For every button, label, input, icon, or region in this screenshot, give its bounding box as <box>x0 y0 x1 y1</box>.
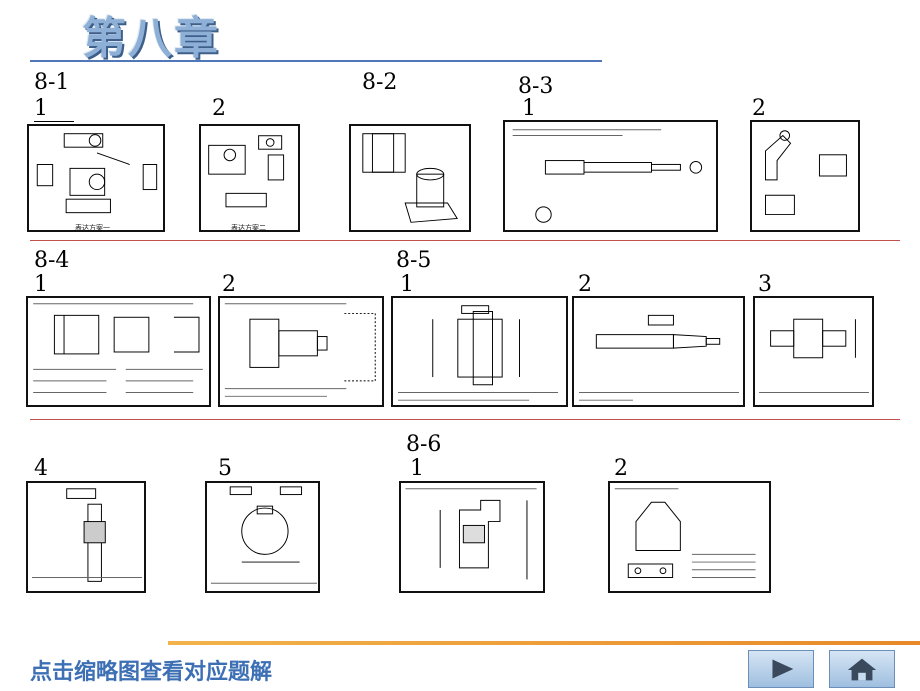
drawing-icon <box>512 129 703 223</box>
drawing-icon <box>36 133 158 214</box>
item-label-2: 2 <box>212 96 226 121</box>
home-button[interactable] <box>829 650 895 688</box>
section-8-2: 8-2 <box>362 70 398 95</box>
item-label-1: 1 <box>410 458 450 482</box>
drawing-icon <box>614 488 756 578</box>
thumbnail-8-1-1[interactable]: 表达方案一 <box>27 124 165 232</box>
drawing-icon <box>405 488 537 580</box>
row-divider <box>30 240 900 241</box>
thumbnail-8-5-1[interactable] <box>391 296 568 407</box>
thumbnail-8-6-4[interactable] <box>26 481 146 593</box>
item-label-1: 1 <box>522 98 562 122</box>
title-underline <box>30 60 602 62</box>
thumbnail-8-3-1[interactable] <box>503 120 718 232</box>
thumbnail-caption: 表达方案一 <box>75 224 110 232</box>
drawing-icon <box>208 135 285 208</box>
section-8-3: 8-3 <box>518 74 554 99</box>
thumbnail-8-1-2[interactable]: 表达方案二 <box>199 124 300 232</box>
drawing-icon <box>362 133 459 223</box>
thumbnail-8-6-2[interactable] <box>608 481 771 593</box>
play-arrow-icon <box>772 659 794 679</box>
thumbnail-8-3-2[interactable] <box>750 120 860 232</box>
row-divider <box>30 419 900 420</box>
section-8-6: 8-6 <box>406 432 442 457</box>
drawing-icon <box>759 318 869 393</box>
drawing-icon <box>578 314 739 401</box>
item-label-5: 5 <box>218 456 232 481</box>
thumbnail-8-4-2[interactable] <box>218 296 384 407</box>
drawing-icon <box>210 486 317 584</box>
item-label-2: 2 <box>752 96 766 121</box>
section-8-1: 8-1 <box>34 70 70 95</box>
thumbnail-8-4-1[interactable] <box>26 296 211 407</box>
thumbnail-8-2[interactable] <box>349 124 471 232</box>
section-8-4: 8-4 <box>34 248 70 273</box>
drawing-icon <box>33 303 203 393</box>
footer-bar <box>168 641 920 645</box>
drawing-icon <box>398 305 559 401</box>
drawing-icon <box>31 488 142 582</box>
drawing-icon <box>224 303 376 397</box>
item-label-2: 2 <box>578 272 592 297</box>
next-button[interactable] <box>748 650 814 688</box>
home-icon <box>847 658 877 681</box>
item-label-1: 1 <box>34 274 74 298</box>
chapter-title: 第八章 <box>82 13 220 64</box>
item-label-3: 3 <box>758 272 772 297</box>
item-label-2: 2 <box>614 456 628 481</box>
item-label-1: 1 <box>34 98 74 122</box>
item-label-1: 1 <box>400 274 440 298</box>
thumbnail-8-6-1[interactable] <box>399 481 545 593</box>
item-label-2: 2 <box>222 272 236 297</box>
thumbnail-8-5-2[interactable] <box>572 296 745 407</box>
thumbnail-8-6-5[interactable] <box>205 481 320 593</box>
thumbnail-caption: 表达方案二 <box>231 224 266 232</box>
thumbnail-8-5-3[interactable] <box>753 296 874 407</box>
drawing-icon <box>765 130 847 216</box>
section-8-5: 8-5 <box>396 248 432 273</box>
item-label-4: 4 <box>34 456 48 481</box>
footer-hint: 点击缩略图查看对应题解 <box>30 660 273 685</box>
